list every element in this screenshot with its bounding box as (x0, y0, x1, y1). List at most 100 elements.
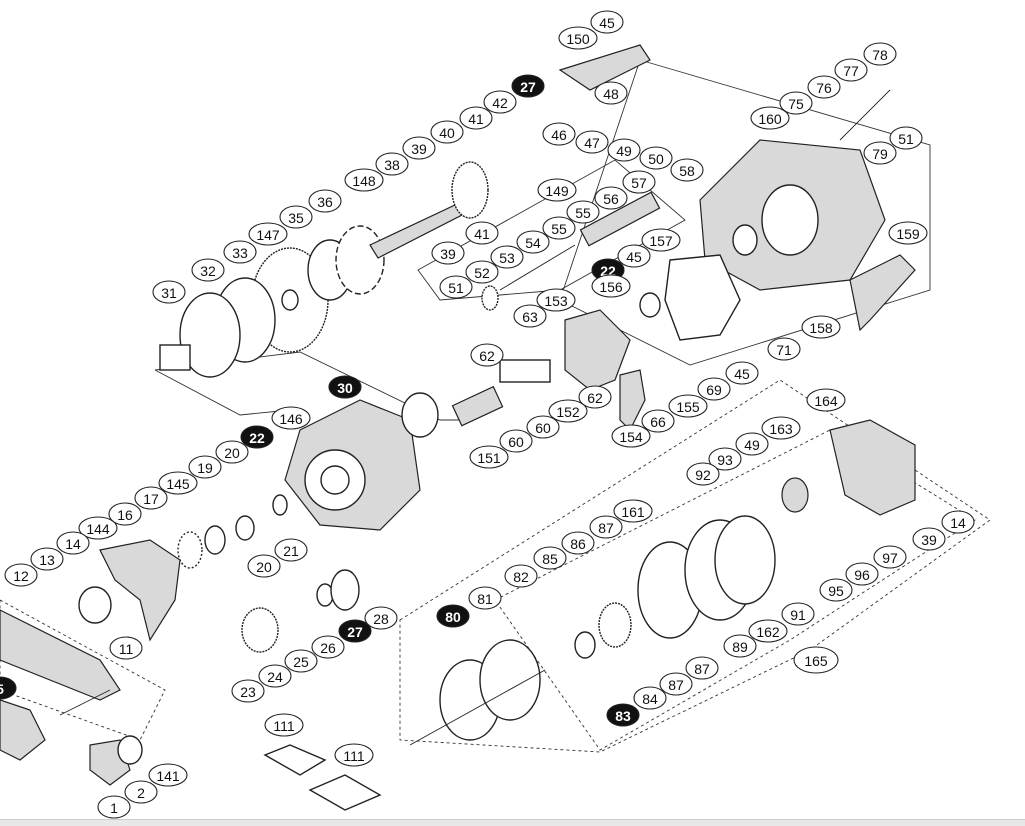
label-oval (641, 409, 675, 433)
part-label-35: 35 (279, 205, 313, 229)
label-oval (240, 425, 274, 449)
label-text: 82 (513, 569, 529, 585)
label-text: 155 (676, 399, 700, 415)
part-label-30: 30 (328, 375, 362, 399)
label-text: 150 (566, 31, 590, 47)
label-oval (639, 146, 673, 170)
label-oval (364, 606, 398, 630)
label-oval (622, 170, 656, 194)
part-label-82: 82 (504, 564, 538, 588)
label-oval (271, 406, 311, 430)
label-text: 39 (440, 246, 456, 262)
part-label-42: 42 (483, 90, 517, 114)
yoke-152 (499, 359, 551, 383)
bearing-83 (574, 631, 596, 659)
label-text: 12 (13, 568, 29, 584)
label-text: 80 (445, 609, 461, 625)
label-oval (158, 471, 198, 495)
label-text: 30 (337, 380, 353, 396)
label-oval (308, 189, 342, 213)
part-label-165: 165 (793, 646, 839, 674)
label-text: 154 (619, 429, 643, 445)
part-shape (320, 465, 350, 495)
label-oval (863, 141, 897, 165)
part-label-45: 45 (617, 244, 651, 268)
label-text: 21 (283, 543, 299, 559)
guide-line (154, 369, 291, 416)
label-text: 91 (790, 607, 806, 623)
label-oval (152, 280, 186, 304)
label-text: 160 (758, 111, 782, 127)
label-oval (148, 763, 188, 787)
label-oval (490, 245, 524, 269)
label-oval (590, 10, 624, 34)
label-oval (617, 244, 651, 268)
sleeve-31 (159, 344, 191, 371)
part-label-54: 54 (516, 230, 550, 254)
label-text: 62 (479, 348, 495, 364)
clutch-lever-154 (619, 369, 646, 432)
part-label-69: 69 (697, 377, 731, 401)
label-oval (459, 106, 493, 130)
label-text: 152 (556, 404, 580, 420)
part-label-36: 36 (308, 189, 342, 213)
label-oval (723, 634, 757, 658)
label-oval (578, 385, 612, 409)
label-oval (735, 432, 769, 456)
part-label-151: 151 (469, 445, 509, 469)
label-text: 92 (695, 467, 711, 483)
label-text: 85 (542, 551, 558, 567)
label-oval (561, 531, 595, 555)
label-oval (685, 656, 719, 680)
part-label-53: 53 (490, 245, 524, 269)
part-label-161: 161 (613, 499, 653, 523)
part-label-97: 97 (873, 545, 907, 569)
part-shape (479, 639, 541, 721)
label-oval (779, 91, 813, 115)
gear-86 (598, 602, 632, 648)
part-label-49: 49 (735, 432, 769, 456)
label-oval (668, 394, 708, 418)
label-oval (274, 538, 308, 562)
label-oval (231, 679, 265, 703)
label-text: 46 (551, 127, 567, 143)
label-oval (641, 228, 681, 252)
label-text: 147 (256, 227, 280, 243)
label-text: 48 (603, 86, 619, 102)
label-text: 32 (200, 263, 216, 279)
part-label-19: 19 (188, 455, 222, 479)
spool-side-group-outline (399, 379, 991, 753)
gear-40 (451, 161, 489, 219)
part-label-160: 160 (750, 106, 790, 130)
part-label-141: 141 (148, 763, 188, 787)
part-label-95: 95 (819, 578, 853, 602)
label-oval (633, 686, 667, 710)
part-label-13: 13 (30, 547, 64, 571)
label-oval (594, 81, 628, 105)
thumb-bar-158 (849, 254, 916, 332)
label-text: 93 (717, 452, 733, 468)
label-text: 66 (650, 414, 666, 430)
label-text: 54 (525, 235, 541, 251)
part-shape (732, 224, 758, 256)
part-label-111: 111 (334, 743, 374, 767)
label-text: 57 (631, 175, 647, 191)
label-text: 144 (86, 521, 110, 537)
part-label-148: 148 (344, 168, 384, 192)
label-oval (439, 275, 473, 299)
label-oval (334, 743, 374, 767)
label-oval (589, 515, 623, 539)
label-oval (697, 377, 731, 401)
part-shape (204, 525, 226, 555)
drag-washer-32 (179, 292, 241, 378)
part-label-92: 92 (686, 462, 720, 486)
part-label-150: 150 (558, 26, 598, 50)
label-text: 20 (256, 559, 272, 575)
part-shape (272, 494, 288, 516)
part-label-75: 75 (779, 91, 813, 115)
washer-111-b (308, 774, 382, 811)
part-label-152: 152 (548, 399, 588, 423)
label-text: 162 (756, 624, 780, 640)
label-text: 20 (224, 445, 240, 461)
